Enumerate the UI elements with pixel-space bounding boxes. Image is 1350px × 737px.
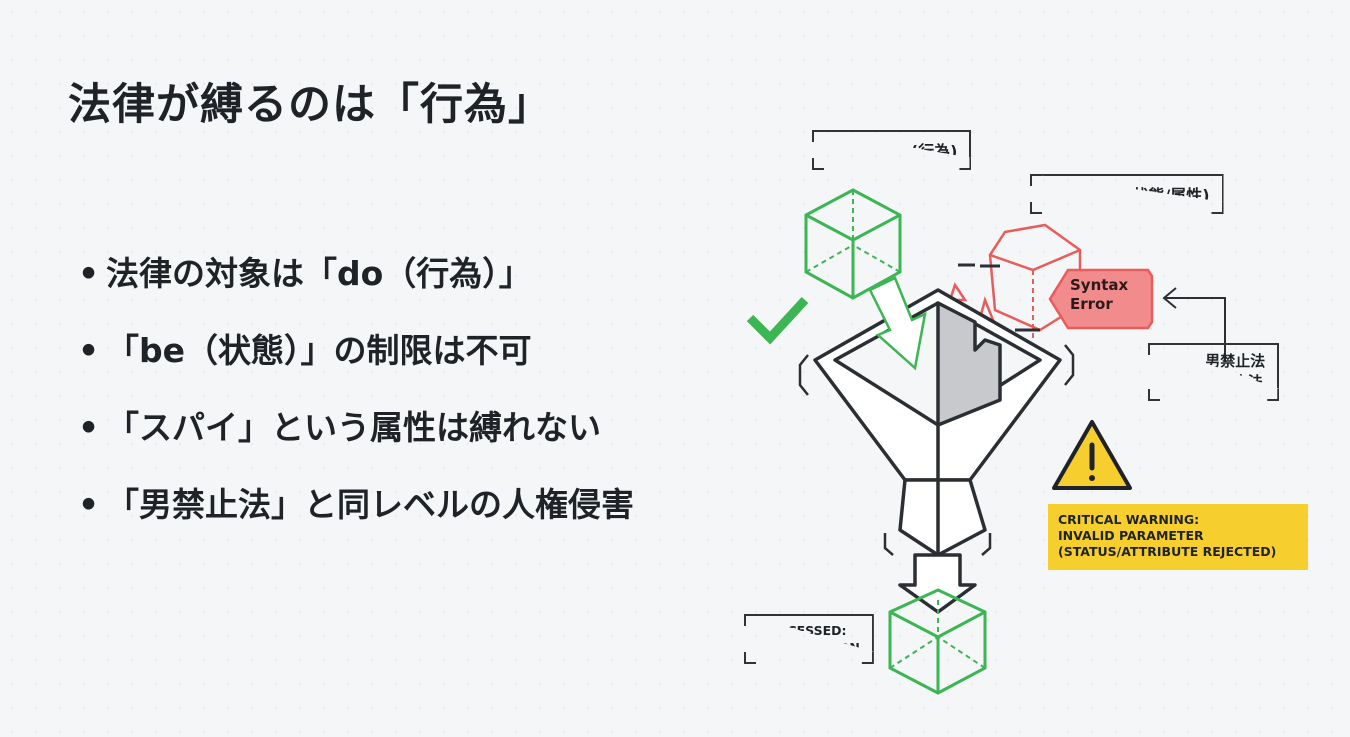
bullet-text: 「スパイ」という属性は縛れない xyxy=(106,408,601,447)
funnel-icon xyxy=(813,288,1062,614)
slide-title: 法律が縛るのは「行為」 xyxy=(68,80,552,130)
syntax-error-tag xyxy=(1048,268,1154,330)
bullet-text: 「be（状態）」の制限は不可 xyxy=(106,331,532,370)
pointer-arrow-icon xyxy=(1165,297,1226,362)
warning-icon xyxy=(1052,420,1132,490)
bullet-item: •「スパイ」という属性は縛れない xyxy=(78,404,634,481)
bullet-item: •法律の対象は「do（行為）」 xyxy=(78,250,634,327)
bullet-list: •法律の対象は「do（行為）」 •「be（状態）」の制限は不可 •「スパイ」とい… xyxy=(78,250,634,558)
down-arrow-icon xyxy=(868,276,927,371)
focus-brackets xyxy=(798,344,1075,556)
bullet-text: 法律の対象は「do（行為）」 xyxy=(106,254,532,293)
do-cube-icon xyxy=(804,188,902,300)
processed-cube-icon xyxy=(888,588,987,695)
bullet-item: •「男禁止法」と同レベルの人権侵害 xyxy=(78,481,634,558)
check-icon xyxy=(746,296,809,345)
critical-warning-box: CRITICAL WARNING:INVALID PARAMETER(STATU… xyxy=(1048,504,1308,570)
bullet-text: 「男禁止法」と同レベルの人権侵害 xyxy=(106,485,634,524)
bullet-item: •「be（状態）」の制限は不可 xyxy=(78,327,634,404)
